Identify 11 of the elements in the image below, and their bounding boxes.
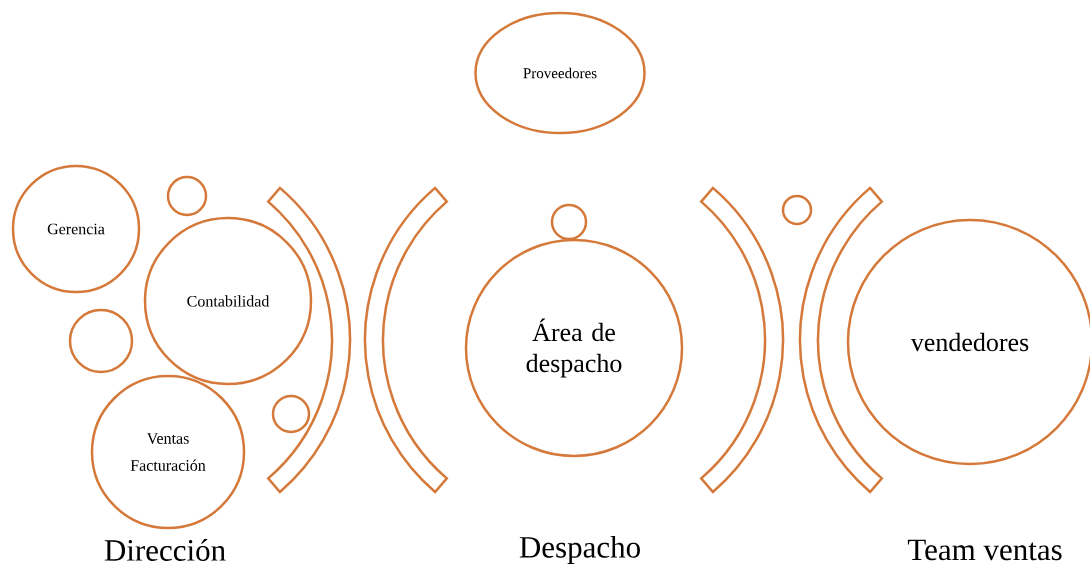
group-label: Despacho [519, 535, 640, 565]
curved-divider [363, 186, 449, 494]
group-label: Team ventas [907, 539, 1062, 561]
empty-circle [166, 175, 208, 217]
empty-circle [550, 203, 588, 241]
empty-circle [781, 194, 813, 226]
empty-circle [68, 308, 134, 374]
empty-circle [271, 394, 311, 434]
curved-divider [798, 186, 884, 494]
curved-divider [699, 186, 785, 494]
group-label: Dirección [104, 539, 226, 561]
